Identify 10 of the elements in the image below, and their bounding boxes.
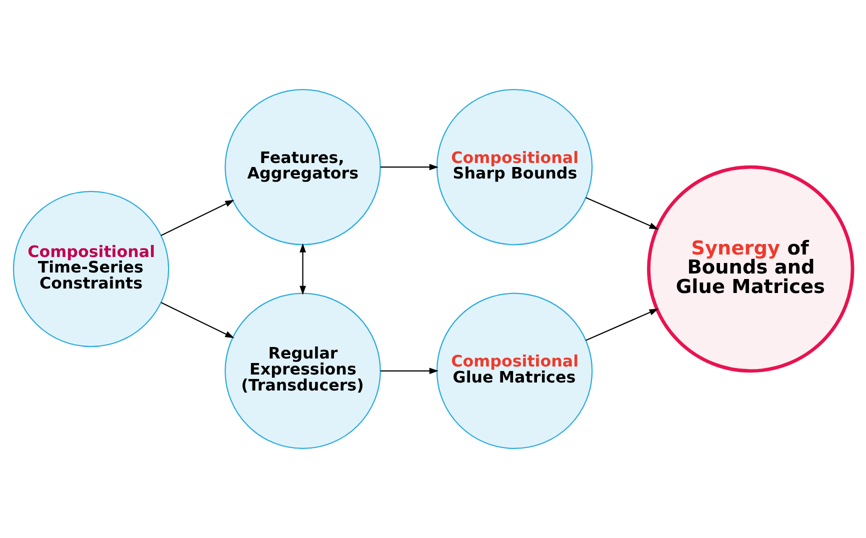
arrow bbox=[586, 197, 658, 230]
node-circle: Compositional Sharp Bounds bbox=[436, 88, 593, 246]
arrow bbox=[160, 200, 234, 236]
node-circle: Compositional Glue Matrices bbox=[436, 292, 593, 450]
arrow bbox=[300, 243, 306, 295]
arrow bbox=[160, 302, 234, 338]
arrow bbox=[586, 308, 658, 341]
node-circle: Compositional Time-Series Constraints bbox=[12, 190, 170, 348]
arrow bbox=[380, 368, 438, 374]
arrow bbox=[380, 164, 438, 170]
